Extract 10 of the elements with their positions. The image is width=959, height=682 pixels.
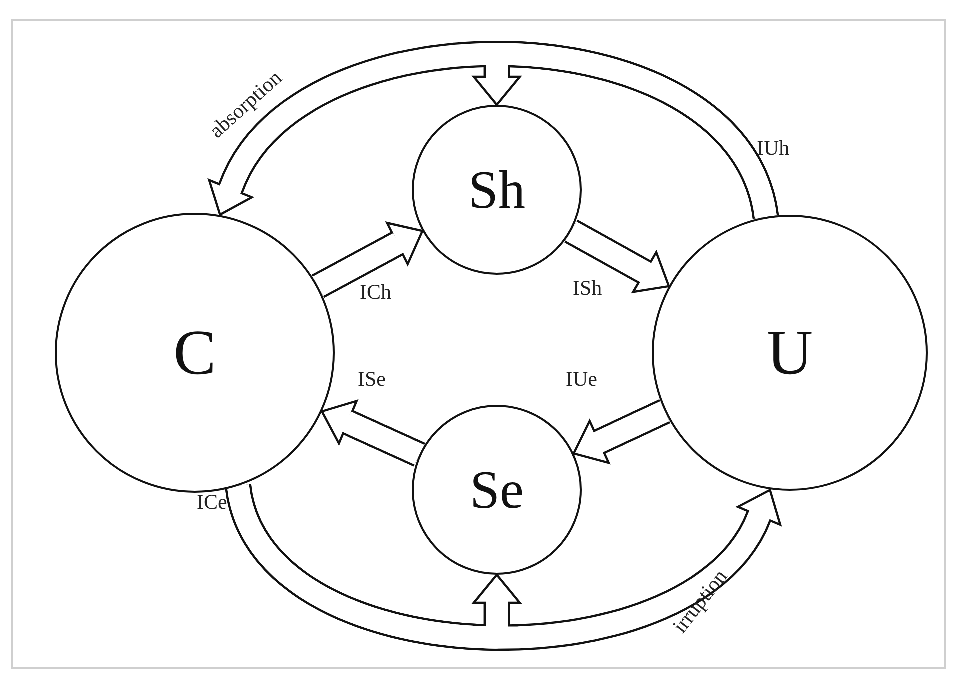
node-label: C [174, 321, 216, 385]
node-label: Sh [468, 163, 526, 217]
node-label: U [766, 321, 814, 385]
edge-label: ISh [573, 278, 602, 299]
node-label: Se [470, 463, 524, 517]
edge-label: ICh [360, 282, 392, 303]
edge-label: IUe [566, 369, 598, 390]
edge-label: IUh [757, 138, 790, 159]
edge-label: ISe [358, 369, 386, 390]
edge-label: ICe [197, 492, 228, 513]
